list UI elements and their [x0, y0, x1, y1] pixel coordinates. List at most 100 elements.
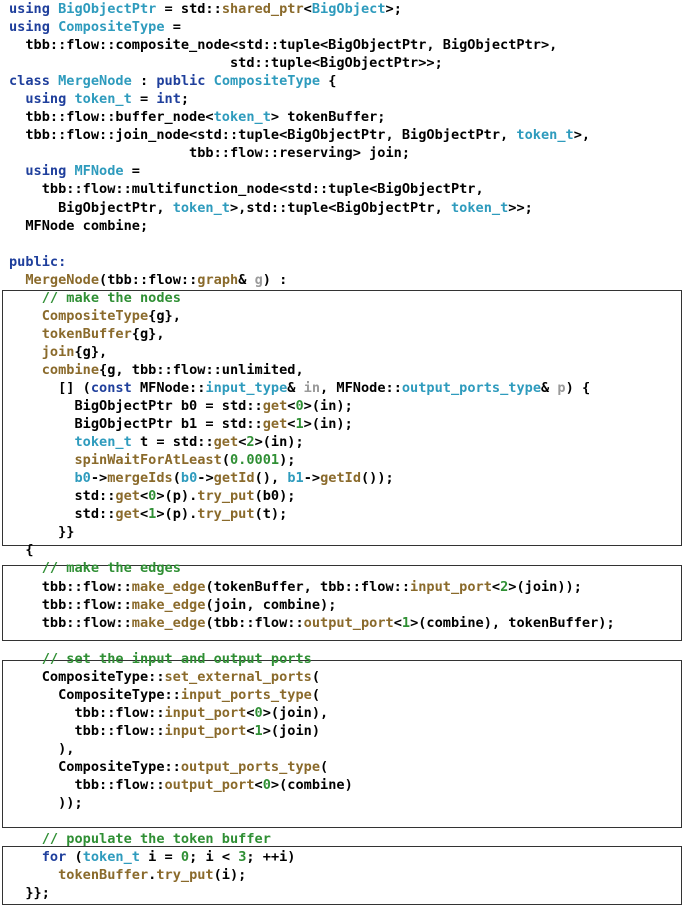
plain-token [9, 651, 42, 667]
function-token: input_ports_type [180, 686, 312, 703]
plain-token: tbb::flow:: [9, 777, 165, 794]
plain-token: ( [221, 452, 230, 469]
code-line: [] (const MFNode::input_type& in, MFNode… [9, 379, 615, 397]
code-line: combine{g, tbb::flow::unlimited, [9, 361, 615, 379]
plain-token [9, 849, 42, 865]
plain-token: = [164, 19, 181, 36]
code-line: // set the input and output ports [9, 650, 615, 668]
code-line: BigObjectPtr b1 = std::get<1>(in); [9, 415, 615, 433]
plain-token: tbb::flow::multifunction_node<std::tuple… [9, 181, 484, 198]
plain-token: MFNode:: [131, 379, 206, 396]
code-line: std::get<0>(p).try_put(b0); [9, 487, 615, 505]
plain-token: ( [320, 758, 329, 775]
comment-token: // set the input and output ports [41, 650, 312, 667]
number-token: 1 [295, 416, 304, 433]
code-line [9, 812, 615, 830]
function-token: try_put [156, 867, 214, 884]
number-token: 1 [401, 614, 411, 631]
function-token: get [262, 398, 288, 415]
plain-token: (), [254, 470, 288, 487]
code-line: using CompositeType = [9, 18, 615, 36]
plain-token: < [393, 614, 402, 631]
plain-token [9, 290, 42, 306]
plain-token: (tokenBuffer, tbb::flow:: [205, 578, 411, 595]
number-token: 0 [254, 704, 263, 721]
code-line: CompositeType::input_ports_type( [9, 686, 615, 704]
code-line: tbb::flow::make_edge(join, combine); [9, 596, 615, 614]
code-line: tbb::flow::join_node<std::tuple<BigObjec… [9, 126, 615, 144]
keyword-token: public [156, 73, 206, 90]
plain-token: {g}, [148, 307, 181, 324]
plain-token: (b0); [254, 488, 296, 505]
plain-token: >(p). [156, 488, 198, 505]
code-line: tbb::flow::output_port<0>(combine) [9, 776, 615, 794]
function-token: set_external_ports [164, 668, 312, 685]
plain-token: ) : [262, 271, 288, 288]
code-line: )); [9, 794, 615, 812]
plain-token: }}; [9, 885, 50, 902]
plain-token: : [131, 73, 157, 90]
plain-token: (join, combine); [205, 596, 337, 613]
code-line: tbb::flow::composite_node<std::tuple<Big… [9, 36, 615, 54]
function-token: get [115, 488, 140, 505]
plain-token: CompositeType:: [9, 686, 181, 703]
plain-token: tbb::flow:: [9, 578, 132, 595]
plain-token [9, 867, 58, 883]
plain-token: std:: [9, 506, 116, 523]
code-line: BigObjectPtr, token_t>,std::tuple<BigObj… [9, 199, 615, 217]
plain-token [9, 91, 25, 107]
code-line: tbb::flow::make_edge(tokenBuffer, tbb::f… [9, 578, 615, 596]
function-token: tokenBuffer [58, 867, 149, 884]
code-line: token_t t = std::get<2>(in); [9, 433, 615, 451]
type-token: token_t [74, 91, 132, 108]
plain-token: BigObjectPtr b0 = std:: [9, 398, 263, 415]
code-line [9, 632, 615, 650]
plain-token: > tokenBuffer; [270, 109, 386, 126]
plain-token: < [246, 704, 255, 721]
plain-token: tbb::flow:: [9, 596, 132, 613]
number-token: 0 [295, 398, 304, 415]
code-line: // populate the token buffer [9, 830, 615, 848]
type-token: CompositeType [58, 19, 165, 36]
code-line: }} [9, 523, 615, 541]
plain-token [205, 73, 213, 89]
keyword-token: class [9, 73, 50, 90]
code-line: using MFNode = [9, 162, 615, 180]
keyword-token: using [25, 163, 67, 180]
plain-token: >(in); [254, 434, 304, 451]
plain-token: < [139, 488, 149, 505]
plain-token: < [246, 722, 255, 739]
code-line: CompositeType::set_external_ports( [9, 668, 615, 686]
code-line: tbb::flow::input_port<0>(join), [9, 704, 615, 722]
function-token: make_edge [131, 596, 206, 613]
code-line: join{g}, [9, 343, 615, 361]
code-line: CompositeType::output_ports_type( [9, 758, 615, 776]
plain-token: ; ++i) [246, 849, 296, 866]
plain-token: , MFNode:: [320, 379, 402, 396]
number-token: 1 [254, 722, 263, 739]
plain-token: >(in); [303, 398, 353, 415]
plain-token: [] ( [9, 379, 91, 396]
highlight-box-make-nodes [2, 290, 682, 546]
plain-token: >(join) [262, 722, 321, 739]
code-line: for (token_t i = 0; i < 3; ++i) [9, 848, 615, 866]
plain-token: = [131, 91, 157, 108]
plain-token [9, 344, 42, 360]
number-token: 3 [238, 849, 247, 866]
code-line: std::get<1>(p).try_put(t); [9, 505, 615, 523]
function-token: mergeIds [107, 470, 173, 487]
plain-token: ( [66, 849, 83, 866]
plain-token: tbb::flow::buffer_node< [9, 109, 214, 126]
type-token: output_ports_type [401, 379, 542, 396]
function-token: try_put [197, 488, 255, 505]
number-token: 2 [500, 578, 509, 595]
code-line: using BigObjectPtr = std::shared_ptr<Big… [9, 0, 615, 18]
type-token: BigObject [311, 1, 386, 17]
keyword-token: const [90, 379, 132, 396]
comment-token: // make the nodes [41, 289, 181, 306]
plain-token: < [139, 506, 149, 523]
plain-token: }} [9, 524, 75, 541]
plain-token: tbb::flow::composite_node<std::tuple<Big… [9, 37, 558, 54]
plain-token: CompositeType:: [9, 668, 165, 685]
plain-token: { [9, 542, 34, 559]
